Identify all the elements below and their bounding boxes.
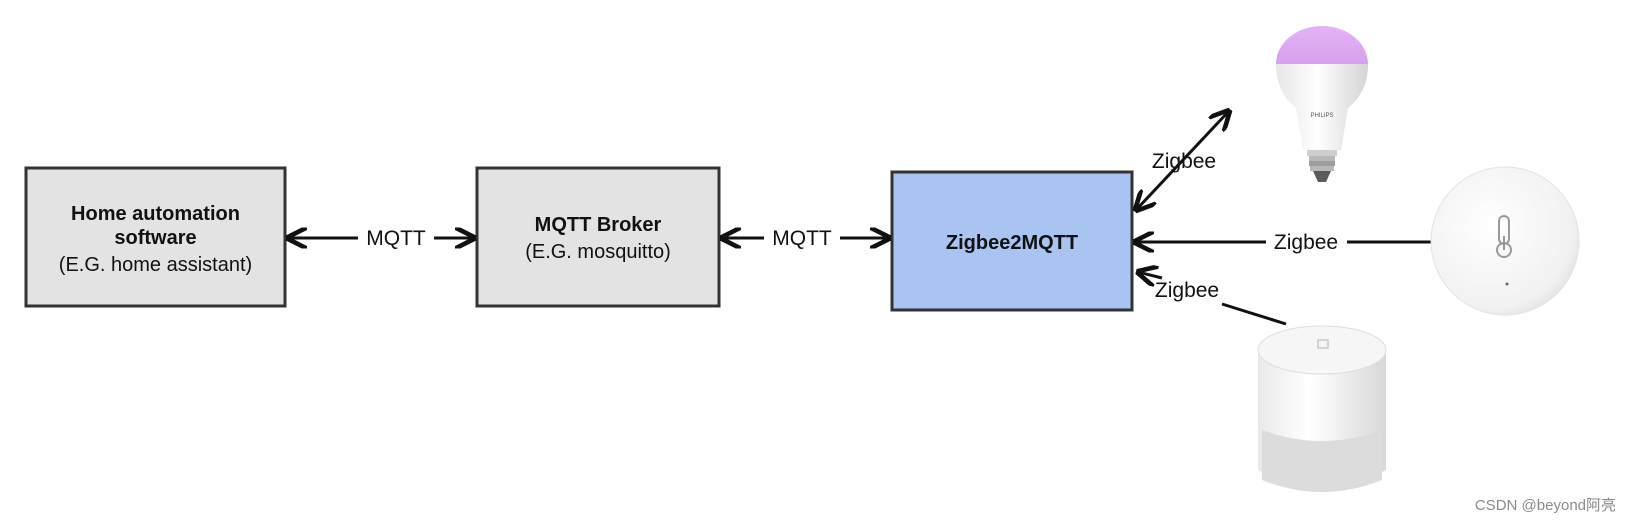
zigbee2mqtt-title: Zigbee2MQTT xyxy=(946,232,1078,254)
edge-sensor-link-label: Zigbee xyxy=(1274,231,1338,254)
home-automation-title-line1: Home automation xyxy=(71,203,240,225)
bulb-thread-2 xyxy=(1309,161,1335,166)
home-automation-box xyxy=(24,166,287,308)
motion-logo xyxy=(1317,339,1329,349)
edge-home-broker-label: MQTT xyxy=(366,227,426,250)
edge-motion-link-label: Zigbee xyxy=(1155,279,1219,302)
edge-broker-z2m-label: MQTT xyxy=(772,227,832,250)
zigbee2mqtt-box xyxy=(890,170,1134,312)
bulb-thread-1 xyxy=(1309,156,1335,161)
home-automation-title-line2: software xyxy=(114,227,196,249)
bulb-tip xyxy=(1313,171,1331,182)
mqtt-broker-subtitle: (E.G. mosquitto) xyxy=(525,241,671,263)
bulb-body xyxy=(1276,64,1368,150)
edge-motion-link-line xyxy=(1221,302,1287,326)
edge-sensor-link: Zigbee xyxy=(1135,231,1444,254)
bulb-collar xyxy=(1307,150,1337,156)
motion-cylinder-top xyxy=(1257,325,1387,375)
mqtt-broker-node: MQTT Broker (E.G. mosquitto) xyxy=(475,166,721,308)
temperature-sensor-icon xyxy=(1430,166,1580,316)
watermark: CSDN @beyond阿亮 xyxy=(1475,497,1616,514)
motion-sensor-icon xyxy=(1257,325,1387,492)
bulb-brand: PHILIPS xyxy=(1310,113,1333,119)
bulb-thread-3 xyxy=(1310,166,1334,171)
edge-home-broker: MQTT xyxy=(288,227,474,250)
mqtt-broker-title: MQTT Broker xyxy=(535,214,662,236)
edge-bulb-link-label: Zigbee xyxy=(1152,150,1216,173)
motion-lens xyxy=(1262,430,1382,492)
home-automation-subtitle: (E.G. home assistant) xyxy=(59,254,252,276)
edge-motion-link: Zigbee xyxy=(1138,272,1287,326)
zigbee2mqtt-node: Zigbee2MQTT xyxy=(890,170,1134,312)
home-automation-node: Home automation software (E.G. home assi… xyxy=(24,166,287,308)
edge-broker-z2m: MQTT xyxy=(722,227,889,250)
sensor-led xyxy=(1505,282,1509,286)
edge-bulb-link-arrow xyxy=(1136,111,1229,210)
edge-motion-link-arrow xyxy=(1138,272,1163,278)
smart-bulb-icon: PHILIPS xyxy=(1276,26,1368,182)
edge-bulb-link: Zigbee xyxy=(1136,111,1229,210)
mqtt-broker-box xyxy=(475,166,721,308)
